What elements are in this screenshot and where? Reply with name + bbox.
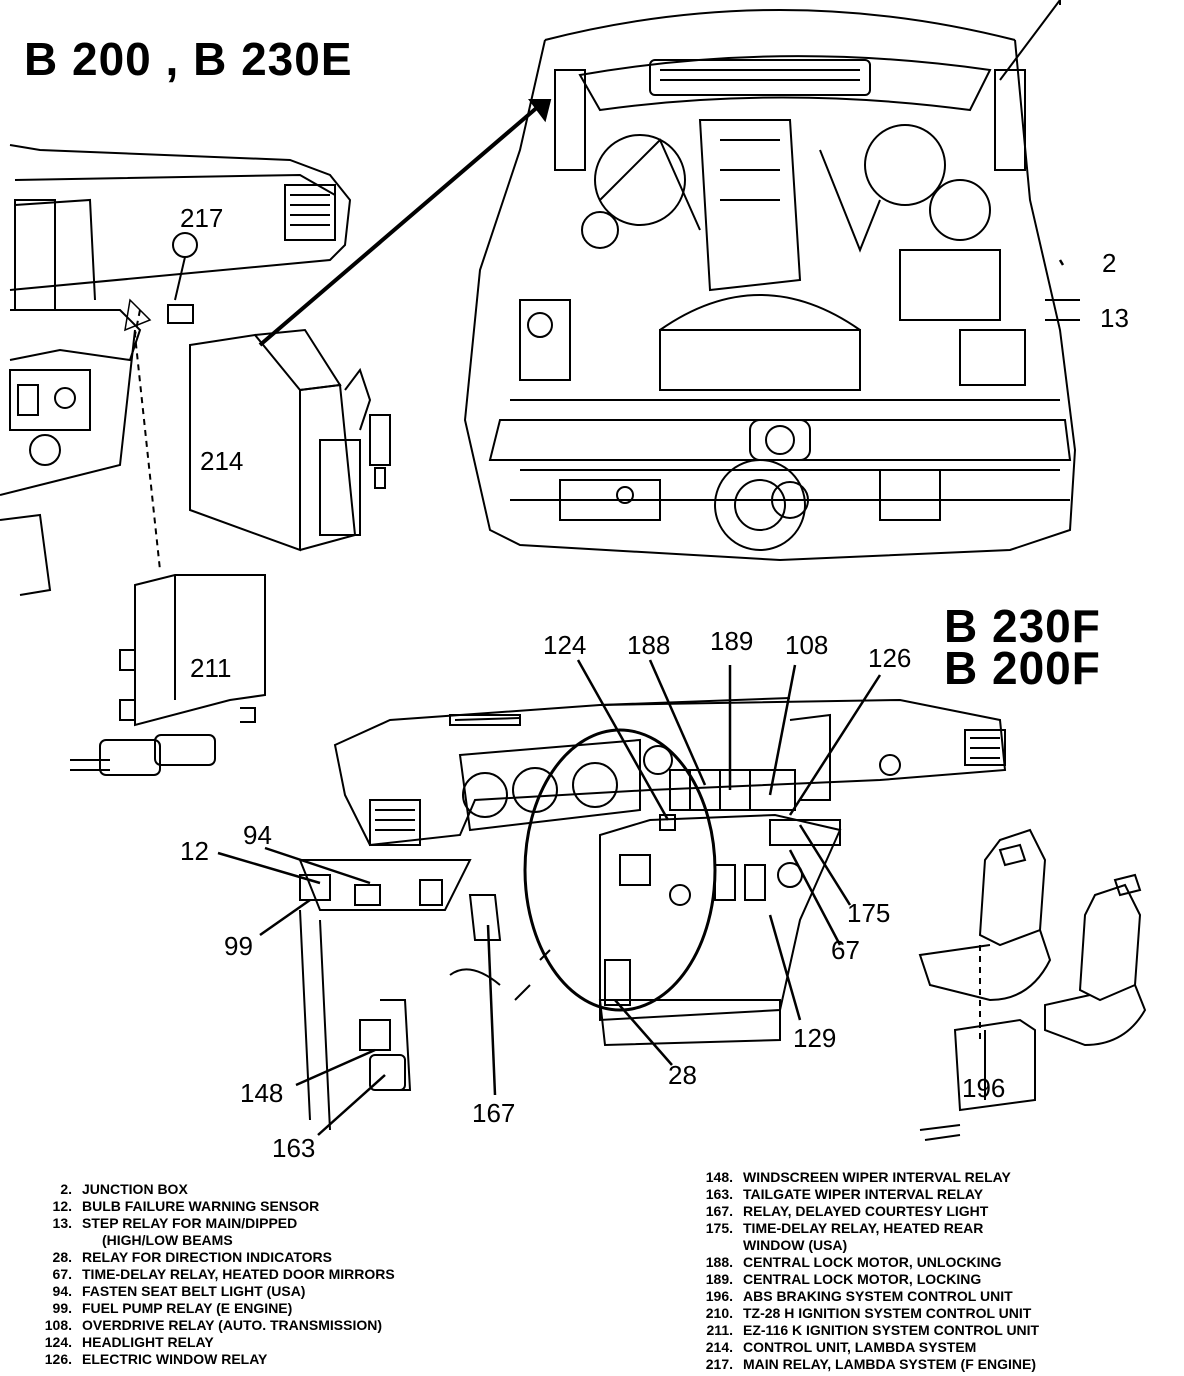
legend-item: 214.CONTROL UNIT, LAMBDA SYSTEM [705,1339,977,1355]
title-b200-b230e: B 200 , B 230E [24,33,353,85]
legend-item: 163.TAILGATE WIPER INTERVAL RELAY [705,1186,984,1202]
callout-211: 211 [190,653,232,683]
legend-item: 211.EZ-116 K IGNITION SYSTEM CONTROL UNI… [706,1322,1040,1338]
callout-167: 167 [472,1098,516,1128]
legend-item: 94.FASTEN SEAT BELT LIGHT (USA) [52,1283,306,1299]
legend-item: 126.ELECTRIC WINDOW RELAY [44,1351,268,1367]
callout-13: 13 [1100,303,1129,333]
callout-129: 129 [793,1023,837,1053]
legend-left: 2.JUNCTION BOX 12.BULB FAILURE WARNING S… [0,1181,395,1368]
callout-leaders [217,259,1065,1136]
legend-item: 12.BULB FAILURE WARNING SENSOR [52,1198,320,1214]
callout-12: 12 [180,836,209,866]
callout-28: 28 [668,1060,697,1090]
callout-126: 126 [868,643,912,673]
legend-item: 67.TIME-DELAY RELAY, HEATED DOOR MIRRORS [52,1266,395,1282]
legend-right: 148.WINDSCREEN WIPER INTERVAL RELAY 163.… [695,1169,1039,1373]
callout-217: 217 [180,203,224,233]
legend-item: 13.STEP RELAY FOR MAIN/DIPPED [52,1215,298,1231]
callout-148: 148 [240,1078,284,1108]
callout-175: 175 [847,898,891,928]
module-214 [189,328,391,552]
dashboard-main [298,697,1007,1131]
legend-item: 188.CENTRAL LOCK MOTOR, UNLOCKING [705,1254,1002,1270]
callout-94: 94 [243,820,272,850]
legend-item: WINDOW (USA) [743,1237,848,1253]
callout-67: 67 [831,935,860,965]
callout-108: 108 [785,630,829,660]
callout-214: 214 [200,446,244,476]
module-211 [70,574,266,776]
legend-item: 99.FUEL PUMP RELAY (E ENGINE) [52,1300,293,1316]
legend-item: 217.MAIN RELAY, LAMBDA SYSTEM (F ENGINE) [705,1356,1036,1372]
legend-item: 28.RELAY FOR DIRECTION INDICATORS [52,1249,332,1265]
callout-99: 99 [224,931,253,961]
legend-item: 189.CENTRAL LOCK MOTOR, LOCKING [705,1271,982,1287]
legend-item: 148.WINDSCREEN WIPER INTERVAL RELAY [705,1169,1011,1185]
legend-item: 175.TIME-DELAY RELAY, HEATED REAR [705,1220,984,1236]
seats-abs-unit [918,828,1147,1141]
legend-item: 2.JUNCTION BOX [60,1181,188,1197]
title-b230f: B 230F [944,600,1101,652]
title-b200f: B 200F [944,642,1101,694]
legend-item: 108.OVERDRIVE RELAY (AUTO. TRANSMISSION) [44,1317,383,1333]
legend-item: 210.TZ-28 H IGNITION SYSTEM CONTROL UNIT [705,1305,1032,1321]
engine-bay [463,0,1080,562]
dashboard-left-fragment [0,144,352,596]
legend-item: 167.RELAY, DELAYED COURTESY LIGHT [705,1203,989,1219]
callout-189: 189 [710,626,754,656]
callout-196: 196 [962,1073,1006,1103]
callout-2: 2 [1102,248,1117,278]
callout-124: 124 [543,630,587,660]
legend-item: (HIGH/LOW BEAMS [102,1232,233,1248]
callout-188: 188 [627,630,671,660]
legend-item: 124.HEADLIGHT RELAY [44,1334,214,1350]
callout-163: 163 [272,1133,316,1163]
legend-item: 196.ABS BRAKING SYSTEM CONTROL UNIT [705,1288,1013,1304]
